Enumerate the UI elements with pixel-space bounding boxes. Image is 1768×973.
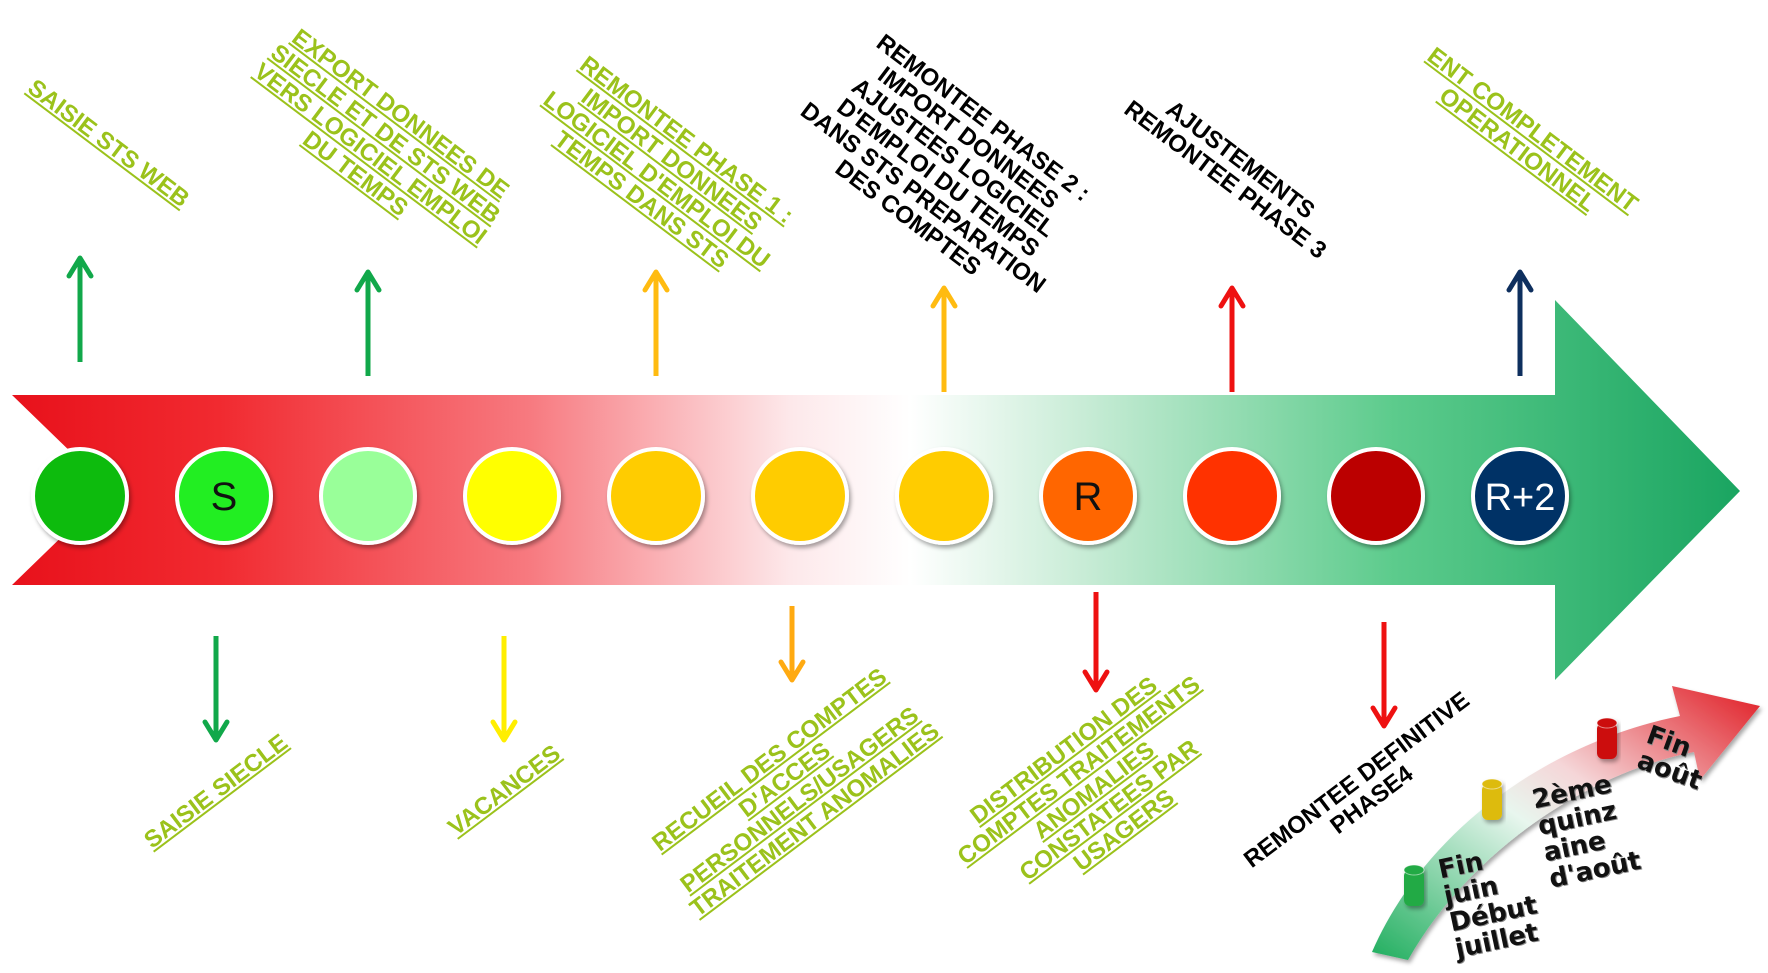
milestone-dot — [751, 447, 849, 545]
milestone-8: R — [1039, 447, 1137, 545]
legend-marker-3 — [1596, 717, 1618, 759]
milestone-5 — [607, 447, 705, 545]
down-arrow-3 — [778, 606, 806, 683]
connector-arrows — [66, 255, 1534, 743]
milestone-letter: R+2 — [1485, 477, 1556, 519]
milestone-dot — [895, 447, 993, 545]
down-arrow-5 — [1370, 622, 1398, 729]
milestone-6 — [751, 447, 849, 545]
milestone-dot — [175, 447, 273, 545]
legend-marker-1 — [1403, 864, 1425, 906]
milestone-dot — [607, 447, 705, 545]
milestone-dot — [1039, 447, 1137, 545]
down-arrow-4 — [1082, 592, 1110, 693]
milestone-dot — [1471, 447, 1569, 545]
milestone-7 — [895, 447, 993, 545]
milestone-dot — [1183, 447, 1281, 545]
milestone-1 — [31, 447, 129, 545]
milestone-letter: R — [1074, 475, 1103, 519]
up-arrow-4 — [930, 285, 958, 392]
milestone-dot — [319, 447, 417, 545]
up-arrow-5 — [1218, 285, 1246, 392]
up-arrow-1 — [66, 255, 94, 362]
up-arrow-6 — [1506, 269, 1534, 376]
up-arrow-3 — [642, 269, 670, 376]
mini-legend-markers — [1403, 717, 1618, 906]
timeline-arrow-body — [12, 300, 1740, 680]
mini-legend-arrow — [1372, 686, 1760, 960]
milestone-10 — [1327, 447, 1425, 545]
milestone-11: R+2 — [1471, 447, 1569, 545]
milestone-dot — [31, 447, 129, 545]
milestone-dot — [463, 447, 561, 545]
milestone-4 — [463, 447, 561, 545]
milestone-dot — [1327, 447, 1425, 545]
legend-marker-2 — [1481, 778, 1503, 820]
up-arrow-2 — [354, 269, 382, 376]
mini-legend-arrow-shape — [1372, 686, 1760, 960]
milestone-letter: S — [211, 475, 238, 519]
down-arrow-1 — [202, 636, 230, 743]
milestone-dots: S R R+2 — [31, 447, 1569, 545]
milestone-9 — [1183, 447, 1281, 545]
milestone-2: S — [175, 447, 273, 545]
milestone-3 — [319, 447, 417, 545]
down-arrow-2 — [490, 636, 518, 743]
